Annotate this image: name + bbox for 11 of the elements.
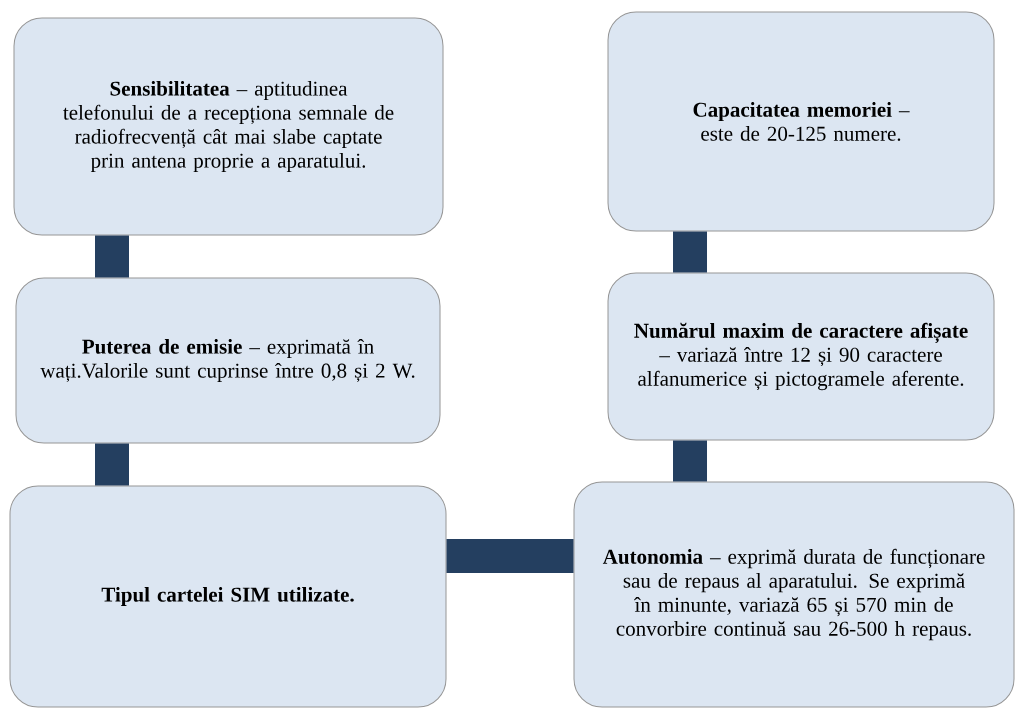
text-box: Capacitatea memoriei – este de 20-125 numere. bbox=[607, 11, 995, 232]
connector-bar bbox=[446, 539, 574, 573]
text-box: Numărul maxim de caractere afișate – variază între 12 și 90 caractere alfanumerice și pictogramele aferente. bbox=[607, 272, 995, 441]
text-box: Tipul cartelei SIM utilizate. bbox=[9, 485, 447, 708]
text-box: Puterea de emisie – exprimată în wați.Valorile sunt cuprinse între 0,8 și 2 W. bbox=[15, 277, 441, 444]
text-box: Sensibilitatea – aptitudinea telefonului de a recepționa semnale de radiofrecvență cât mai slabe captate prin antena proprie a aparatului. bbox=[13, 17, 444, 236]
connector-bar bbox=[95, 443, 129, 486]
connector-bar bbox=[95, 235, 129, 278]
connector-bar bbox=[673, 231, 707, 273]
text-box: Autonomia – exprimă durata de funcționare sau de repaus al aparatului. Se exprimă în minunte, variază 65 și 570 min de convorbire continuă sau 26-500 h repaus. bbox=[573, 481, 1015, 708]
connector-bar bbox=[673, 440, 707, 482]
